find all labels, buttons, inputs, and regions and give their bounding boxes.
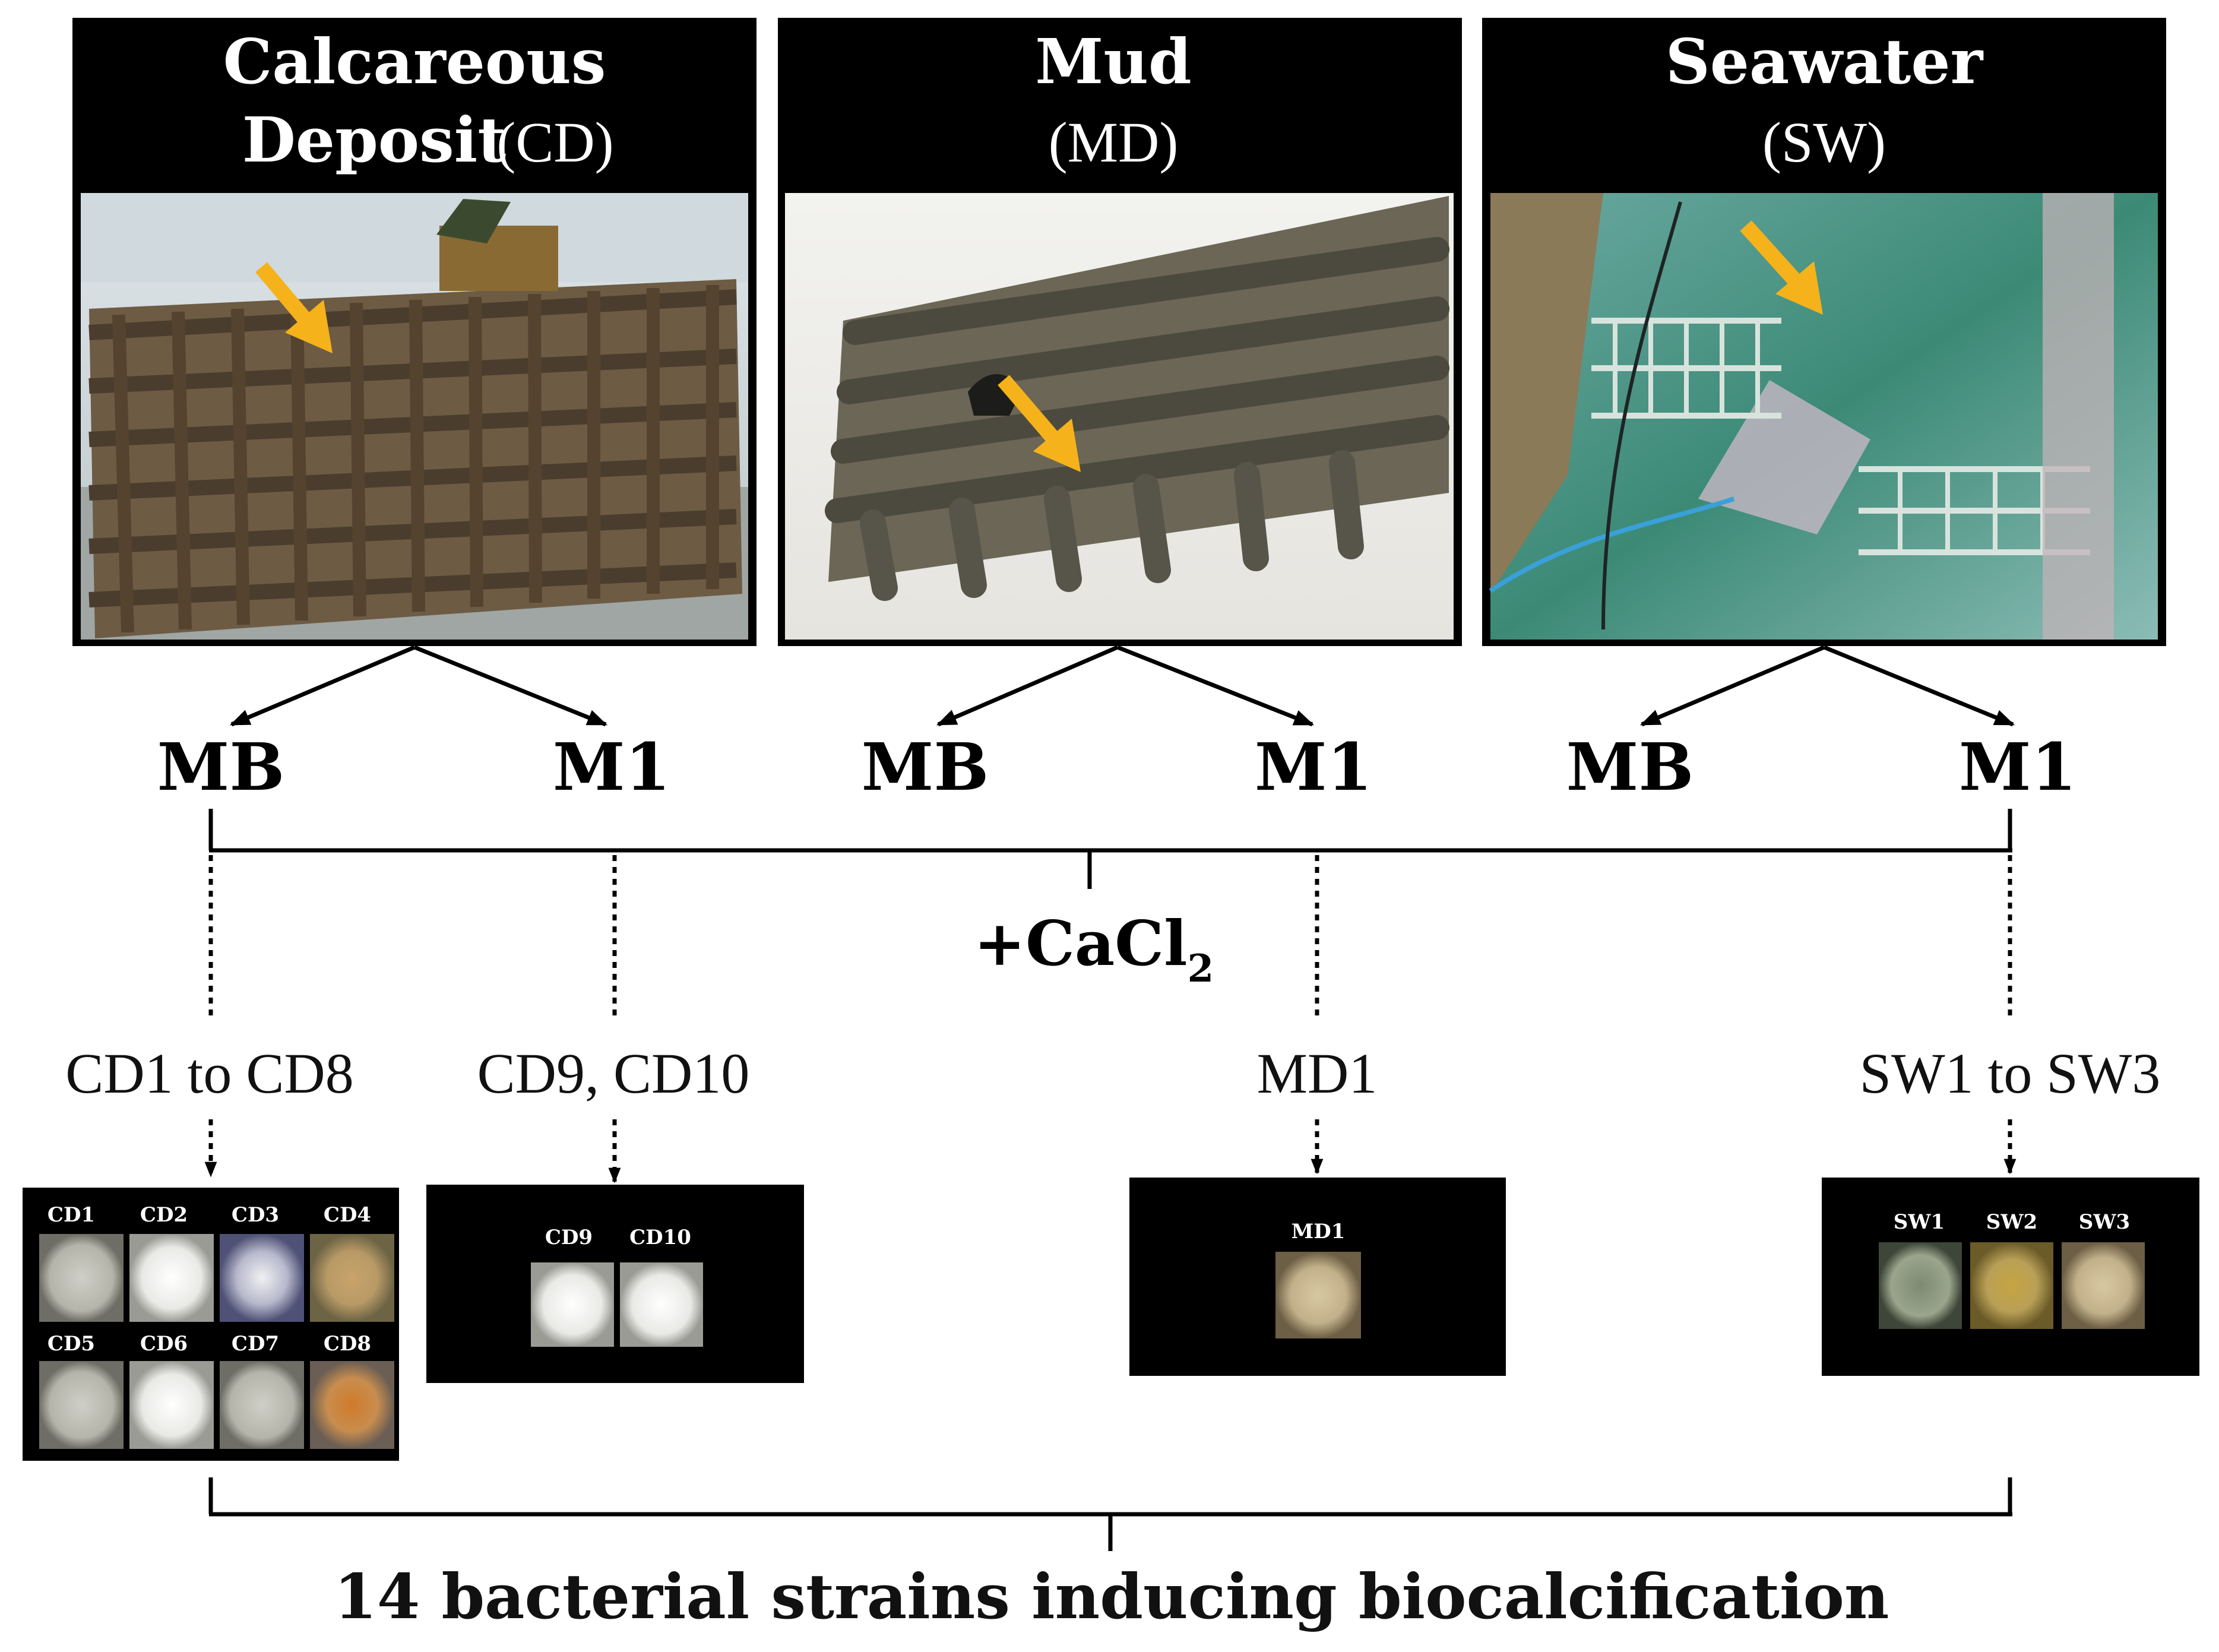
plate-label: CD8 <box>324 1332 371 1356</box>
plate-drops <box>204 1119 2017 1183</box>
medium-m1-md: M1 <box>1255 729 1372 805</box>
plate-cd8 <box>310 1361 394 1449</box>
source-code: (CD) <box>496 110 613 174</box>
plate-cd2 <box>129 1234 214 1322</box>
plates-cd1-cd8: CD1 CD2 CD3 CD4 CD5 CD6 CD7 CD8 <box>23 1188 399 1461</box>
plate-cd10 <box>620 1262 703 1347</box>
plate-cd6 <box>129 1361 214 1449</box>
source-panel-cd: Calcareous Deposit (CD) <box>72 18 756 646</box>
medium-m1-sw: M1 <box>1959 729 2076 805</box>
plates-md1: MD1 <box>1129 1178 1506 1376</box>
plates-sw1-sw3: SW1 SW2 SW3 <box>1822 1178 2199 1376</box>
source-code: (MD) <box>1049 110 1179 174</box>
plate-label: CD10 <box>629 1226 691 1249</box>
strain-range-md1: MD1 <box>1257 1042 1378 1105</box>
source-panel-sw: Seawater (SW) <box>1482 18 2166 646</box>
media-branch-arrows <box>229 645 2015 727</box>
strain-range-sw1-sw3: SW1 to SW3 <box>1860 1042 2161 1105</box>
source-panel-md: Mud (MD) <box>778 18 1462 646</box>
plate-sw1 <box>1879 1242 1962 1329</box>
medium-mb-sw: MB <box>1566 729 1694 805</box>
cacl2-label: +CaCl2 <box>974 907 1214 991</box>
plate-cd5 <box>39 1361 124 1449</box>
strain-range-cd9-cd10: CD9, CD10 <box>477 1042 750 1105</box>
plates-cd9-cd10: CD9 CD10 <box>426 1185 804 1383</box>
plate-label: CD2 <box>140 1203 188 1227</box>
plate-cd1 <box>39 1234 124 1322</box>
medium-m1-cd: M1 <box>553 729 670 805</box>
plate-sw3 <box>2062 1242 2145 1329</box>
plate-label: CD9 <box>545 1226 593 1249</box>
source-title: Mud <box>1035 25 1191 98</box>
plate-label: SW2 <box>1986 1210 2037 1234</box>
plate-label: CD3 <box>232 1203 279 1227</box>
calcareous-deposit-photo <box>81 193 748 640</box>
source-title-line2: Deposit <box>242 103 507 176</box>
strain-range-cd1-cd8: CD1 to CD8 <box>65 1042 353 1105</box>
plate-cd9 <box>531 1262 614 1347</box>
seawater-photo <box>1489 193 2158 640</box>
plate-cd7 <box>220 1361 304 1449</box>
mud-photo <box>785 193 1454 640</box>
source-title: Calcareous <box>223 25 606 98</box>
plate-label: SW1 <box>1894 1210 1945 1234</box>
plate-label: CD7 <box>232 1332 279 1356</box>
pointer-arrow <box>998 375 1081 472</box>
plate-label: CD6 <box>140 1332 188 1356</box>
cacl2-bracket <box>208 809 2012 889</box>
plate-label: CD4 <box>324 1203 371 1227</box>
isolation-drops <box>208 855 2012 1021</box>
plate-md1 <box>1275 1252 1361 1338</box>
conclusion-label: 14 bacterial strains inducing biocalcifi… <box>334 1560 1889 1633</box>
plate-sw2 <box>1970 1242 2053 1329</box>
plate-cd3 <box>220 1234 304 1322</box>
source-code: (SW) <box>1762 110 1886 174</box>
plate-label: MD1 <box>1291 1220 1346 1243</box>
medium-mb-md: MB <box>862 729 989 805</box>
plate-label: CD1 <box>48 1203 95 1227</box>
pointer-arrow <box>1740 220 1823 315</box>
plate-label: CD5 <box>48 1332 95 1356</box>
summary-bracket <box>208 1477 2012 1551</box>
medium-mb-cd: MB <box>157 729 285 805</box>
pointer-arrow <box>255 262 333 353</box>
plate-label: SW3 <box>2079 1210 2130 1234</box>
source-title: Seawater <box>1666 25 1984 98</box>
plate-cd4 <box>310 1234 394 1322</box>
